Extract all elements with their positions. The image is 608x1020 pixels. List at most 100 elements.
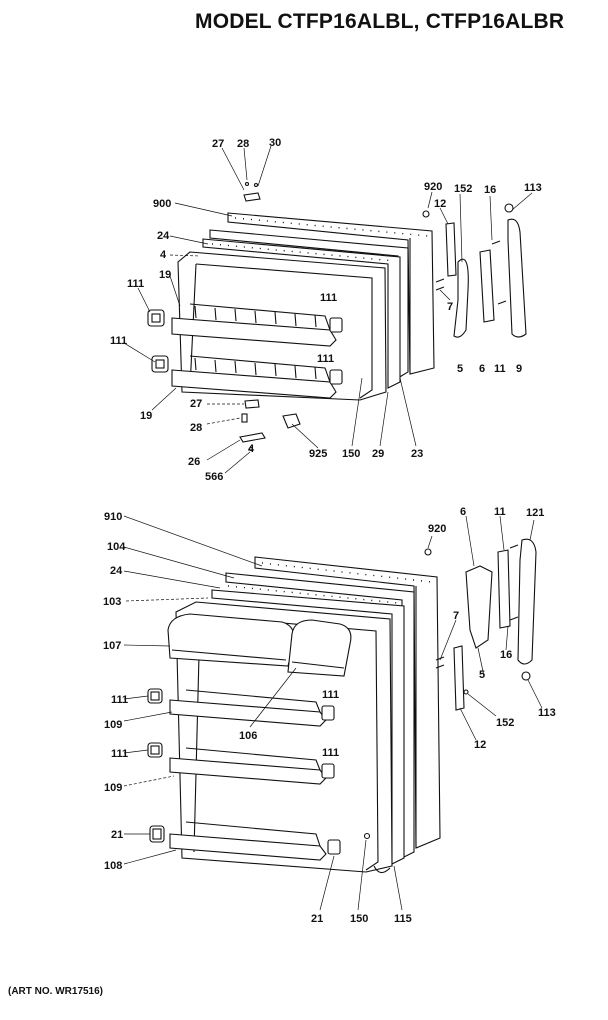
shelf-end-cap <box>327 839 341 855</box>
fresh-food-leader-lines <box>123 515 543 911</box>
label-5: 5 <box>457 363 463 375</box>
door-shelf-109-lower <box>169 757 327 785</box>
handle-trim-9 <box>507 218 527 338</box>
shelf-clip-21 <box>149 825 165 843</box>
label-24: 24 <box>110 565 123 577</box>
label-109: 109 <box>104 782 122 794</box>
handle-plug-113 <box>521 671 531 681</box>
label-103: 103 <box>103 596 121 608</box>
model-title: MODEL CTFP16ALBL, CTFP16ALBR <box>195 10 565 33</box>
label-6: 6 <box>460 506 466 518</box>
freezer-door-assembly <box>147 181 527 452</box>
label-113: 113 <box>524 182 542 194</box>
label-6: 6 <box>479 363 485 375</box>
handle-bracket-12 <box>453 645 465 711</box>
label-152: 152 <box>454 183 472 195</box>
label-152: 152 <box>496 717 514 729</box>
label-19: 19 <box>159 269 171 281</box>
label-11: 11 <box>494 363 506 375</box>
label-900: 900 <box>153 198 171 210</box>
label-12: 12 <box>434 198 446 210</box>
dairy-compartment-cover-107 <box>167 613 295 667</box>
shelf-end-cap <box>321 763 335 779</box>
label-29: 29 <box>372 448 384 460</box>
label-121: 121 <box>526 507 544 519</box>
dairy-compartment-cover-106 <box>287 619 352 677</box>
handle-trim-121 <box>517 538 537 665</box>
handle-11 <box>497 549 511 629</box>
label-19: 19 <box>140 410 152 422</box>
label-28: 28 <box>237 138 249 150</box>
shelf-clip-111 <box>147 688 163 704</box>
handle-plug-113 <box>504 203 514 213</box>
label-7: 7 <box>447 301 453 313</box>
label-26: 26 <box>188 456 200 468</box>
label-111: 111 <box>127 278 144 290</box>
label-4: 4 <box>248 443 255 455</box>
label-5: 5 <box>479 669 485 681</box>
bushing-28 <box>241 413 248 423</box>
door-shelf-108-bottom <box>169 833 327 861</box>
hinge-plate-26 <box>239 432 266 443</box>
label-21: 21 <box>311 913 323 925</box>
label-920: 920 <box>424 181 442 193</box>
label-24: 24 <box>157 230 170 242</box>
label-113: 113 <box>538 707 556 719</box>
label-111: 111 <box>320 292 337 304</box>
hinge-cap-27 <box>243 192 261 202</box>
shelf-clip-111 <box>147 309 165 327</box>
freezer-part-labels: 27 28 30 900 24 4 111 19 111 19 111 111 … <box>110 137 542 483</box>
label-920: 920 <box>428 523 446 535</box>
label-111: 111 <box>111 748 128 760</box>
label-111: 111 <box>110 335 127 347</box>
label-115: 115 <box>394 913 412 925</box>
handle-bracket-12 <box>445 222 457 277</box>
label-11: 11 <box>494 506 506 518</box>
shelf-end-cap <box>329 369 343 385</box>
label-150: 150 <box>350 913 368 925</box>
stop-925 <box>282 413 301 429</box>
label-910: 910 <box>104 511 122 523</box>
fresh-food-part-labels: 910 104 24 103 107 111 109 106 111 109 2… <box>103 506 556 925</box>
label-4: 4 <box>160 249 167 261</box>
handle-screw-7 <box>435 278 445 291</box>
label-109: 109 <box>104 719 122 731</box>
label-925: 925 <box>309 448 327 460</box>
freezer-leader-lines <box>123 145 533 474</box>
label-111: 111 <box>111 694 128 706</box>
label-12: 12 <box>474 739 486 751</box>
label-107: 107 <box>103 640 121 652</box>
hinge-cap-27b <box>244 399 260 409</box>
door-shelf-109-upper <box>169 699 327 727</box>
label-27: 27 <box>212 138 224 150</box>
label-16: 16 <box>484 184 496 196</box>
fresh-food-door-assembly <box>147 538 537 874</box>
shelf-clip-111 <box>151 355 169 373</box>
handle-6 <box>479 249 495 323</box>
label-566: 566 <box>205 471 223 483</box>
label-23: 23 <box>411 448 423 460</box>
label-106: 106 <box>239 730 257 742</box>
freezer-door-shelf-upper <box>171 317 337 347</box>
label-111: 111 <box>317 353 334 365</box>
label-30: 30 <box>269 137 281 149</box>
shelf-end-cap <box>321 705 335 721</box>
shelf-end-cap <box>329 317 343 333</box>
label-9: 9 <box>516 363 522 375</box>
label-27: 27 <box>190 398 202 410</box>
label-104: 104 <box>107 541 126 553</box>
freezer-door-shelf-lower <box>171 369 337 399</box>
label-111: 111 <box>322 747 339 759</box>
label-108: 108 <box>104 860 122 872</box>
label-16: 16 <box>500 649 512 661</box>
handle-end-6 <box>465 565 493 649</box>
label-111: 111 <box>322 689 339 701</box>
label-150: 150 <box>342 448 360 460</box>
label-28: 28 <box>190 422 202 434</box>
label-21: 21 <box>111 829 123 841</box>
art-number: (ART NO. WR17516) <box>8 986 104 997</box>
shelf-clip-111 <box>147 742 163 758</box>
handle-end-5 <box>453 258 469 338</box>
label-7: 7 <box>453 610 459 622</box>
